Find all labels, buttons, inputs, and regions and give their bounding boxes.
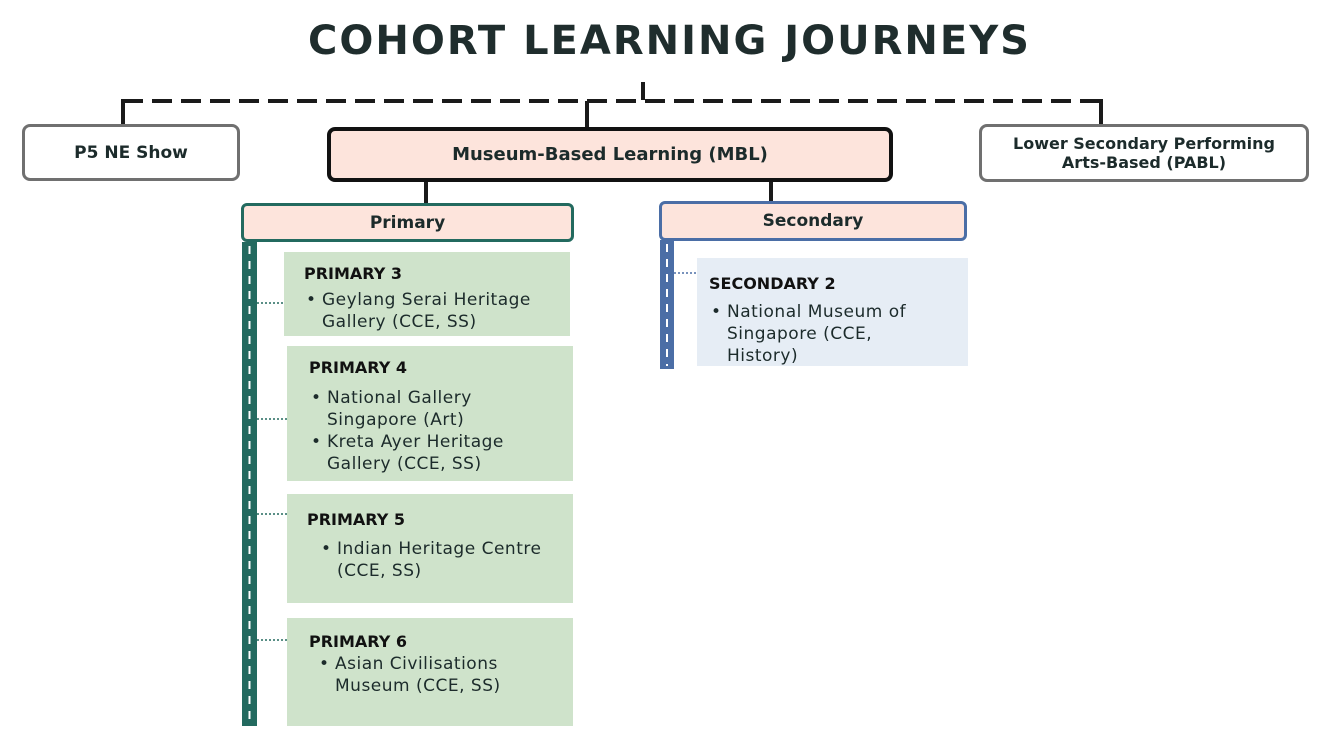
node-pabl: Lower Secondary Performing Arts-Based (P… (979, 124, 1309, 182)
card-list: National Gallery Singapore (Art) Kreta A… (309, 387, 523, 475)
page-title: COHORT LEARNING JOURNEYS (308, 18, 1031, 64)
branch-secondary: Secondary (659, 201, 967, 241)
card-heading: PRIMARY 4 (309, 358, 408, 377)
primary-rail (242, 242, 257, 726)
list-item: Indian Heritage Centre (CCE, SS) (319, 538, 559, 582)
list-item: Asian Civilisations Museum (CCE, SS) (317, 653, 513, 697)
node-mbl: Museum-Based Learning (MBL) (327, 127, 893, 182)
card-secondary-2: SECONDARY 2 National Museum of Singapore… (697, 258, 968, 366)
card-heading: PRIMARY 3 (304, 264, 403, 283)
card-primary-6: PRIMARY 6 Asian Civilisations Museum (CC… (287, 618, 573, 726)
card-primary-4: PRIMARY 4 National Gallery Singapore (Ar… (287, 346, 573, 481)
node-p5-ne-show: P5 NE Show (22, 124, 240, 181)
card-heading: SECONDARY 2 (709, 274, 836, 293)
list-item: National Gallery Singapore (Art) (309, 387, 523, 431)
list-item: Geylang Serai Heritage Gallery (CCE, SS) (304, 289, 556, 333)
card-list: Geylang Serai Heritage Gallery (CCE, SS) (304, 289, 556, 333)
card-primary-5: PRIMARY 5 Indian Heritage Centre (CCE, S… (287, 494, 573, 603)
card-list: National Museum of Singapore (CCE, Histo… (709, 301, 928, 367)
card-list: Asian Civilisations Museum (CCE, SS) (309, 653, 513, 697)
card-primary-3: PRIMARY 3 Geylang Serai Heritage Gallery… (284, 252, 570, 336)
list-item: National Museum of Singapore (CCE, Histo… (709, 301, 928, 367)
branch-primary: Primary (241, 203, 574, 242)
card-heading: PRIMARY 5 (307, 510, 406, 529)
card-heading: PRIMARY 6 (309, 632, 408, 651)
card-list: Indian Heritage Centre (CCE, SS) (307, 538, 559, 582)
list-item: Kreta Ayer Heritage Gallery (CCE, SS) (309, 431, 523, 475)
